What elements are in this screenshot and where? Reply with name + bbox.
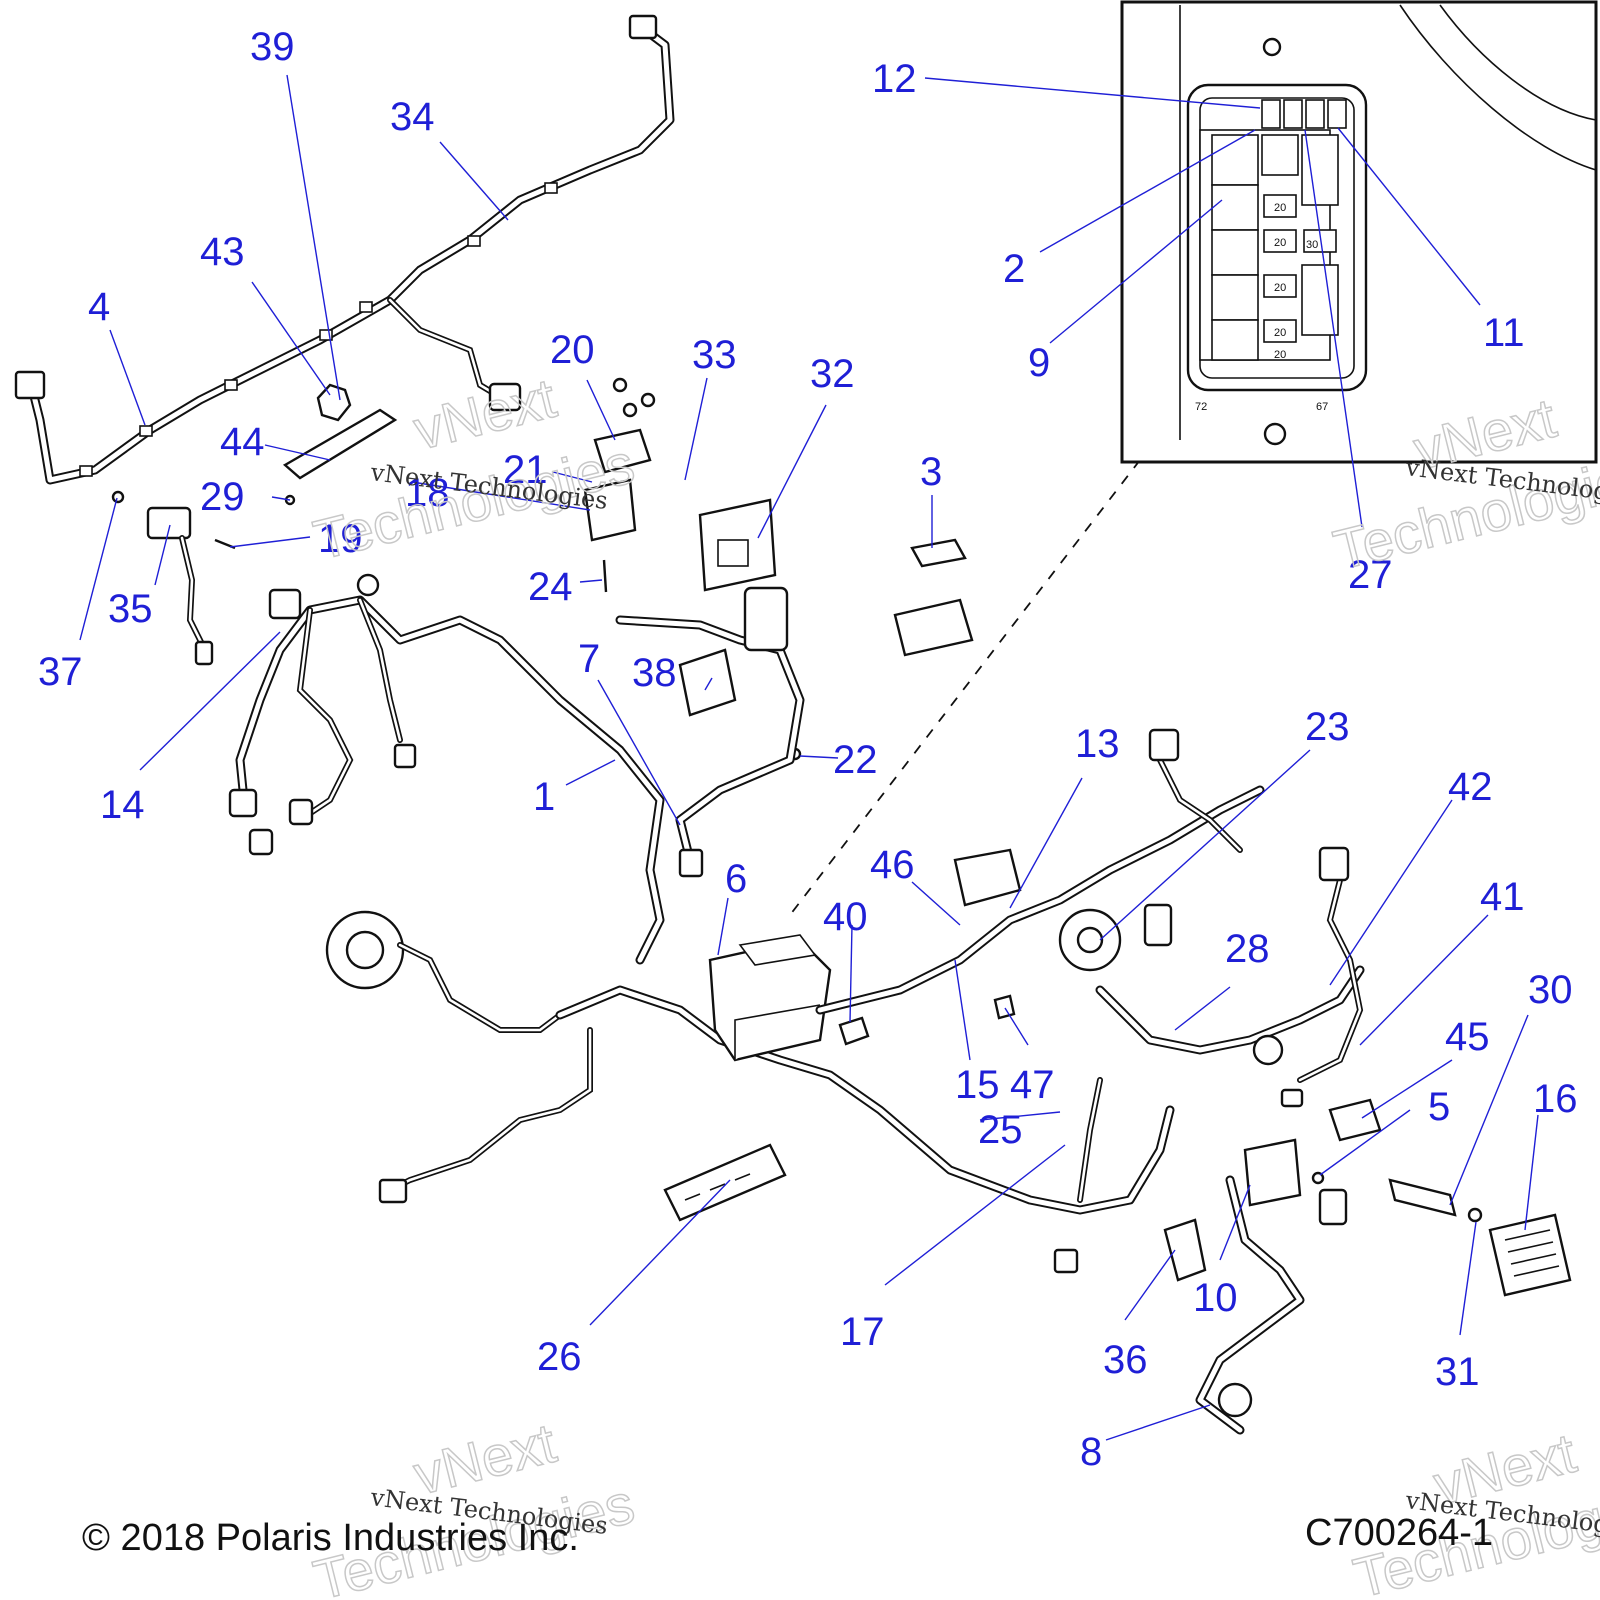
right-harness-13-23 [815, 728, 1265, 1015]
lower-harness-17 [378, 985, 1175, 1274]
callout-4: 4 [88, 285, 110, 329]
fastener-37 [111, 490, 125, 504]
screw-24 [602, 559, 608, 593]
callout-36: 36 [1103, 1338, 1148, 1382]
inset-label-72: 72 [1195, 401, 1207, 413]
callout-9: 9 [1028, 341, 1050, 385]
callout-27: 27 [1348, 553, 1393, 597]
terminal-block-26 [663, 1143, 787, 1222]
callout-11: 11 [1483, 311, 1525, 355]
callout-21: 21 [503, 448, 548, 492]
main-harness-1-14 [228, 573, 805, 965]
copyright-text: © 2018 Polaris Industries Inc. [82, 1517, 579, 1559]
upper-harness-34 [14, 14, 675, 485]
inset-label-20c: 20 [1274, 282, 1286, 294]
dashed-detail-link [789, 459, 1141, 916]
bracket-30 [1388, 1178, 1457, 1217]
label-3 [910, 538, 967, 568]
stator [325, 910, 563, 1033]
inset-label-20d: 20 [1274, 327, 1286, 339]
callout-3: 3 [920, 450, 942, 494]
switch-45 [1328, 1098, 1382, 1142]
callout-38: 38 [632, 651, 677, 695]
connector-47 [993, 994, 1016, 1020]
callout-44: 44 [220, 420, 265, 464]
cover-module [893, 598, 974, 657]
callout-32: 32 [810, 352, 855, 396]
callout-12: 12 [872, 57, 917, 101]
leader-lines [79, 74, 1539, 1441]
inset-label-67: 67 [1316, 401, 1328, 413]
callout-6: 6 [725, 857, 747, 901]
bracket-20-21 [583, 377, 656, 542]
callout-47: 47 [1010, 1063, 1055, 1107]
callout-8: 8 [1080, 1430, 1102, 1474]
callout-20: 20 [550, 328, 595, 372]
callout-23: 23 [1305, 705, 1350, 749]
plate-10 [1243, 1138, 1302, 1207]
callout-41: 41 [1480, 875, 1525, 919]
inset-label-30: 30 [1306, 239, 1318, 251]
callout-25: 25 [978, 1108, 1023, 1152]
bracket-38 [678, 648, 737, 717]
ecu-module-32 [698, 498, 777, 592]
callout-7: 7 [578, 637, 600, 681]
lower-harness-8 [1195, 1175, 1348, 1435]
fastener-31 [1467, 1207, 1483, 1223]
callout-2: 2 [1003, 247, 1025, 291]
callout-24: 24 [528, 565, 573, 609]
callout-34: 34 [390, 95, 435, 139]
callout-5: 5 [1428, 1085, 1450, 1129]
callout-35: 35 [108, 587, 153, 631]
inset-label-20a: 20 [1274, 202, 1286, 214]
callout-26: 26 [537, 1335, 582, 1379]
callout-39: 39 [250, 25, 295, 69]
callout-46: 46 [870, 843, 915, 887]
callout-numbers: 1 2 3 4 5 6 7 8 9 10 11 12 13 14 15 16 1… [38, 25, 1578, 1474]
sensor-35 [146, 506, 214, 666]
callout-30: 30 [1528, 968, 1573, 1012]
callout-37: 37 [38, 650, 83, 694]
callout-18: 18 [405, 471, 450, 515]
inset-label-20e: 20 [1274, 349, 1286, 361]
callout-13: 13 [1075, 722, 1120, 766]
callout-1: 1 [533, 775, 555, 819]
callout-19: 19 [318, 517, 363, 561]
regulator-16 [1488, 1213, 1572, 1297]
clip-43 [316, 383, 352, 422]
callout-40: 40 [823, 895, 868, 939]
detail-inset-fuse-box: 72 67 30 20 20 20 20 20 [1120, 0, 1598, 464]
callout-43: 43 [200, 230, 245, 274]
callout-15: 15 [955, 1063, 1000, 1107]
callout-16: 16 [1533, 1077, 1578, 1121]
callout-45: 45 [1445, 1015, 1490, 1059]
callout-29: 29 [200, 475, 245, 519]
callout-17: 17 [840, 1310, 885, 1354]
inset-label-20b: 20 [1274, 237, 1286, 249]
callout-14: 14 [100, 783, 145, 827]
fuse-box-6 [708, 934, 832, 1062]
right-harness-28-42 [1095, 846, 1365, 1108]
callout-22: 22 [833, 738, 878, 782]
callout-31: 31 [1435, 1350, 1480, 1394]
bracket-44 [282, 408, 398, 480]
parts-artwork: 72 67 30 20 20 20 20 20 [14, 0, 1598, 1435]
callout-42: 42 [1448, 765, 1493, 809]
callout-33: 33 [692, 333, 737, 377]
callout-10: 10 [1193, 1276, 1238, 1320]
connector-40 [838, 1016, 870, 1046]
callout-28: 28 [1225, 927, 1270, 971]
bracket-36 [1163, 1218, 1207, 1282]
drawing-number: C700264-1 [1305, 1512, 1493, 1554]
